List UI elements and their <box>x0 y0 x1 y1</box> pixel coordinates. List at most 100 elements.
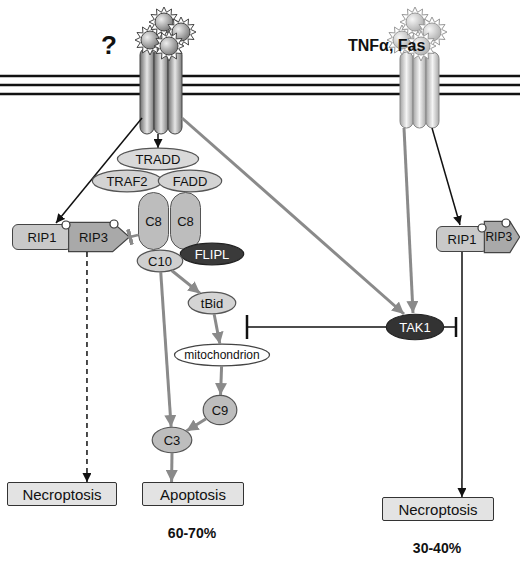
ligand-label: TNFα, Fas <box>348 37 458 55</box>
arrow-connector <box>86 252 88 482</box>
kinase-box: RIP1 <box>12 224 72 250</box>
node-text-holder: Necroptosis <box>8 483 116 505</box>
node-text-holder: mitochondrion <box>174 344 270 366</box>
node-text-holder: Necroptosis <box>383 498 493 520</box>
adaptor-oval: FADD <box>158 170 222 192</box>
signal-arrows <box>56 118 460 339</box>
node-label: TRADD <box>136 152 181 167</box>
node-text-holder: TRADD <box>117 148 199 170</box>
caspase-oval: C9 <box>203 395 237 425</box>
pentagon-outline <box>484 221 519 252</box>
node-text-holder: RIP1 <box>437 227 487 251</box>
phospho-circle <box>502 219 510 227</box>
node-label: RIP3 <box>485 230 512 244</box>
node-label: TAK1 <box>399 320 431 335</box>
receptor-tube <box>413 52 426 128</box>
ligand-spikes <box>154 31 184 61</box>
node-text-holder: C10 <box>137 250 183 272</box>
signal-arrow <box>404 128 413 313</box>
node-label: tBid <box>201 296 223 311</box>
signal-arrow <box>182 118 404 314</box>
oval-outline <box>158 170 221 192</box>
node-label: C8 <box>177 214 194 229</box>
receptor-tube <box>168 48 182 134</box>
node-text-holder: C8 <box>139 193 168 249</box>
oval-outline <box>203 395 237 424</box>
node-label: RIP1 <box>448 232 477 247</box>
oval-outline <box>180 243 243 265</box>
pentagon-outline <box>69 222 130 251</box>
receptor-right <box>400 52 439 128</box>
node-label: FADD <box>173 174 208 189</box>
arrow-connector <box>161 272 171 427</box>
inhibitor-oval: FLIPL <box>180 243 244 265</box>
kinase-pentagon: RIP3 <box>68 222 130 252</box>
arrow-connector <box>461 252 463 497</box>
node-text-holder: C8 <box>171 193 200 249</box>
receptor-left <box>140 48 182 134</box>
receptor-tube <box>154 48 168 134</box>
membrane-line <box>0 93 520 96</box>
cell-membrane <box>0 76 520 94</box>
membrane-line <box>0 75 520 78</box>
arrow-connector <box>172 270 200 293</box>
arrow-connector <box>221 366 222 395</box>
kinase-pentagon: RIP3 <box>484 221 520 253</box>
receptor-tube <box>400 52 413 128</box>
node-label: C10 <box>148 254 172 269</box>
oval-outline <box>137 250 183 272</box>
outcome-box: Necroptosis <box>382 497 494 521</box>
adaptor-oval: TRADD <box>117 148 199 170</box>
percentage-label: 30-40% <box>397 540 477 556</box>
membrane-line <box>0 84 520 87</box>
ligand-ball <box>160 37 178 55</box>
signal-arrow <box>157 134 159 148</box>
caspase-pill: C8 <box>170 192 201 250</box>
outcome-box: Apoptosis <box>142 482 244 506</box>
node-text-holder: FADD <box>158 170 222 192</box>
adaptor-oval: TRAF2 <box>92 170 162 192</box>
node-label: RIP1 <box>28 230 57 245</box>
node-text-holder: FLIPL <box>180 243 244 265</box>
node-label: FLIPL <box>195 247 230 262</box>
arrow-connector <box>214 314 220 344</box>
caspase-pill: C8 <box>138 192 169 250</box>
node-text-holder: TAK1 <box>386 314 444 340</box>
phospho-circle <box>62 221 70 229</box>
phospho-marks <box>62 219 510 232</box>
node-text-holder: tBid <box>188 292 236 314</box>
inhibition-line <box>248 326 386 328</box>
oval-outline <box>188 292 236 314</box>
node-text-holder: RIP3 <box>484 221 520 253</box>
oval-outline <box>117 148 198 170</box>
percentage-label: 60-70% <box>152 525 232 541</box>
receptor-tube <box>426 52 439 128</box>
kinase-box: RIP1 <box>436 226 488 252</box>
node-text-holder: C3 <box>152 427 192 453</box>
node-label: Apoptosis <box>160 486 226 503</box>
inhibition-connector <box>130 235 138 237</box>
node-text-holder: C9 <box>203 395 237 425</box>
oval-outline <box>92 170 161 192</box>
phospho-circle <box>478 224 486 232</box>
node-label: Necroptosis <box>398 501 477 518</box>
oval-outline <box>386 314 443 339</box>
oval-outline <box>152 427 192 452</box>
node-label: mitochondrion <box>184 348 259 362</box>
node-label: C3 <box>164 433 181 448</box>
protein-oval: tBid <box>188 292 236 314</box>
node-label: C8 <box>145 214 162 229</box>
node-text-holder: RIP1 <box>13 225 71 249</box>
inhibition-bar <box>246 315 249 339</box>
inhibition-bar <box>455 317 458 337</box>
outcome-box: Necroptosis <box>7 482 117 506</box>
inhibition-line <box>444 326 456 328</box>
node-label: TRAF2 <box>106 174 147 189</box>
receptor-tube <box>140 48 154 134</box>
ligand-label: ? <box>96 30 122 61</box>
caspase-oval: C10 <box>137 250 183 272</box>
